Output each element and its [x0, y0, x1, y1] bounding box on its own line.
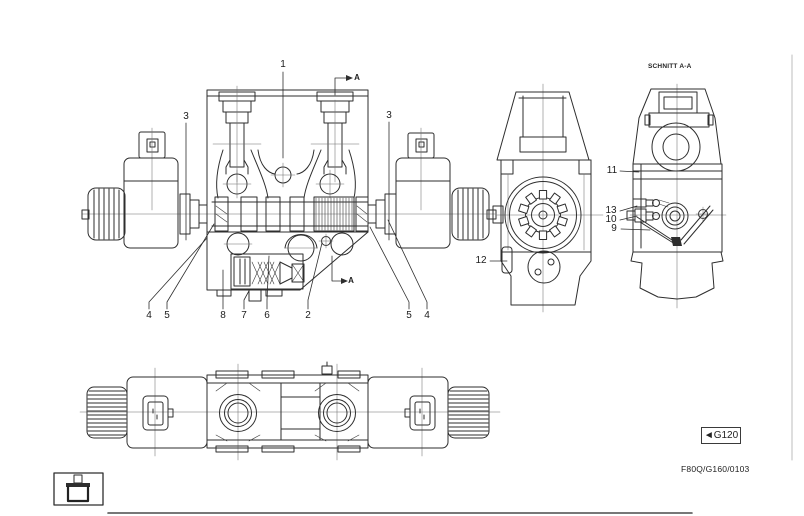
- section-title-label: SCHNITT A-A: [648, 63, 692, 70]
- right-solenoid: [367, 127, 497, 249]
- page-ref-label: ◄G120: [703, 430, 739, 441]
- plan-coil-left: [126, 376, 208, 449]
- v-channels: [636, 205, 714, 246]
- page-ref-box: ◄G120: [701, 427, 741, 444]
- callout-2: 2: [305, 310, 311, 321]
- section-leader-lines: [619, 170, 651, 231]
- plan-knurled-cap-left: [86, 386, 128, 439]
- top-port-right: [310, 91, 360, 183]
- callout-4-left: 4: [146, 310, 152, 321]
- valve-body: [206, 89, 369, 302]
- section-arrow-label-bottom: A: [348, 276, 354, 285]
- callout-1: 1: [280, 59, 286, 70]
- doc-number: F80Q/G160/0103: [681, 464, 750, 474]
- callout-3-left: 3: [183, 111, 189, 122]
- callout-9: 9: [611, 223, 617, 234]
- section-arrow-label-top: A: [354, 73, 360, 82]
- callout-8: 8: [220, 310, 226, 321]
- callout-13: 13: [605, 205, 617, 216]
- callout-4-right: 4: [424, 310, 430, 321]
- plan-knurled-cap-right: [447, 386, 490, 439]
- spool-assembly: [211, 196, 369, 232]
- callout-7: 7: [241, 310, 247, 321]
- callout-10: 10: [605, 214, 617, 225]
- main-front-section-view: [81, 71, 497, 310]
- callout-leader-lines: [148, 71, 428, 310]
- plan-coil-right: [367, 376, 449, 449]
- callout-11: 11: [606, 165, 618, 176]
- section-cut-arrow-bottom: [331, 255, 348, 284]
- callout-6: 6: [264, 310, 270, 321]
- plan-valve-body: [206, 361, 369, 453]
- knurled-nut-left: [87, 187, 126, 241]
- body-port-holes: [222, 162, 354, 262]
- pilot-valve-detail: [230, 253, 305, 290]
- spline-gear: [518, 190, 568, 240]
- top-port-left: [212, 85, 262, 183]
- callout-3-right: 3: [386, 110, 392, 121]
- callout-5-right: 5: [406, 310, 412, 321]
- section-a-a-view: [619, 83, 727, 309]
- callout-5-left: 5: [164, 310, 170, 321]
- left-solenoid: [81, 127, 208, 249]
- callout-12: 12: [475, 255, 487, 266]
- section-cut-arrow-top: [334, 75, 353, 96]
- bottom-plan-view: [79, 361, 501, 461]
- pilot-fittings: [626, 198, 670, 223]
- side-view: [486, 83, 604, 313]
- scan-artifacts: [107, 54, 793, 514]
- piston-cylinder-logo-icon: [53, 472, 104, 506]
